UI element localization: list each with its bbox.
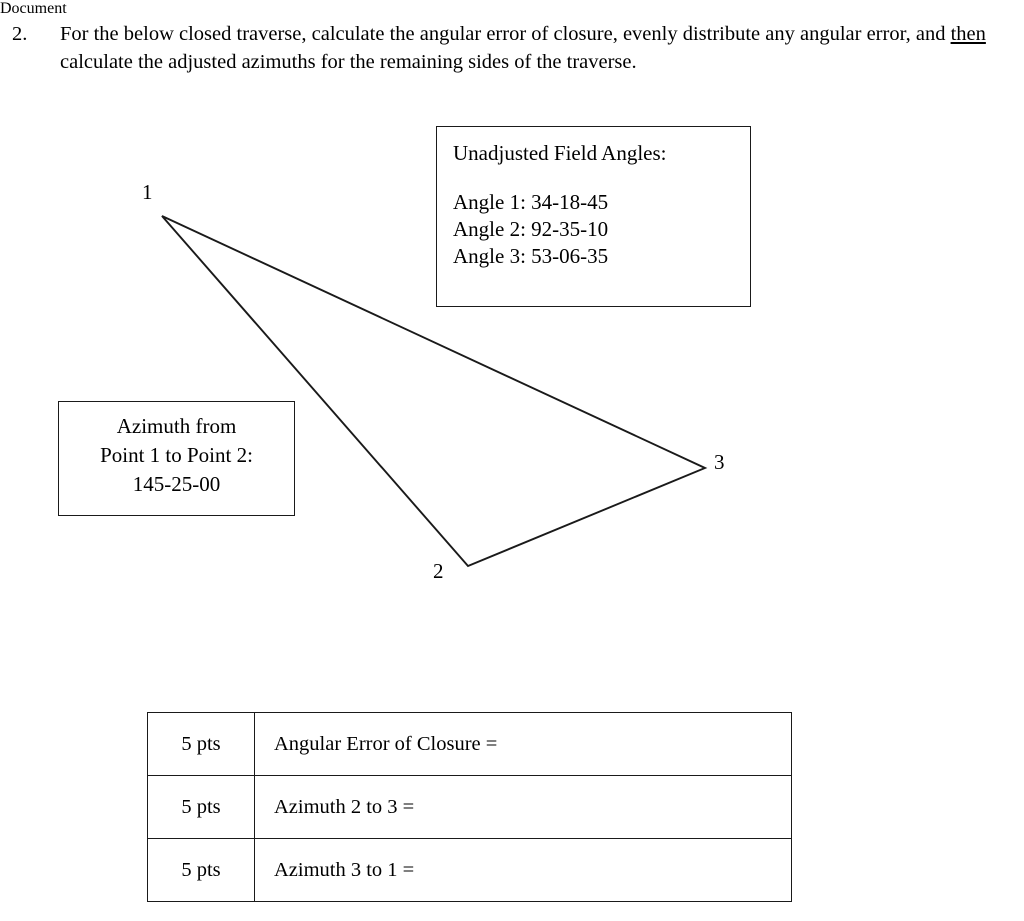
vertex-label-1: 1 — [142, 180, 153, 204]
unadjusted-field-angles-box: Unadjusted Field Angles: Angle 1: 34-18-… — [436, 126, 751, 307]
points-cell: 5 pts — [147, 712, 255, 776]
table-row: 5 pts Azimuth 3 to 1 = — [147, 838, 792, 902]
answer-table-body: 5 pts Angular Error of Closure = 5 pts A… — [147, 712, 792, 902]
answer-field-azimuth-3-to-1[interactable]: Azimuth 3 to 1 = — [254, 838, 792, 902]
answer-table: 5 pts Angular Error of Closure = 5 pts A… — [147, 712, 792, 902]
answer-field-angular-error-of-closure[interactable]: Angular Error of Closure = — [254, 712, 792, 776]
field-angle-line-2: Angle 2: 92-35-10 — [453, 217, 609, 241]
points-cell: 5 pts — [147, 775, 255, 839]
azimuth-reference-box: Azimuth from Point 1 to Point 2: 145-25-… — [58, 401, 295, 516]
azimuth-line-2: Point 1 to Point 2: — [100, 443, 253, 467]
azimuth-line-1: Azimuth from — [116, 414, 237, 438]
azimuth-line-3: 145-25-00 — [132, 472, 221, 496]
question-text-part-2: calculate the adjusted azimuths for the … — [60, 51, 637, 73]
vertex-label-3: 3 — [714, 450, 725, 474]
question-text: For the below closed traverse, calculate… — [60, 20, 1007, 76]
table-row: 5 pts Azimuth 2 to 3 = — [147, 775, 792, 839]
vertex-label-2: 2 — [433, 559, 444, 583]
points-cell: 5 pts — [147, 838, 255, 902]
question-text-emphasis: then — [950, 23, 986, 45]
question-block: 2. For the below closed traverse, calcul… — [12, 20, 1007, 76]
question-number: 2. — [12, 23, 28, 45]
question-text-part-1: For the below closed traverse, calculate… — [60, 23, 951, 45]
field-angle-line-1: Angle 1: 34-18-45 — [453, 190, 609, 214]
field-angle-line-3: Angle 3: 53-06-35 — [453, 244, 609, 268]
table-row: 5 pts Angular Error of Closure = — [147, 712, 792, 776]
field-angles-title: Unadjusted Field Angles: — [453, 141, 667, 165]
answer-field-azimuth-2-to-3[interactable]: Azimuth 2 to 3 = — [254, 775, 792, 839]
